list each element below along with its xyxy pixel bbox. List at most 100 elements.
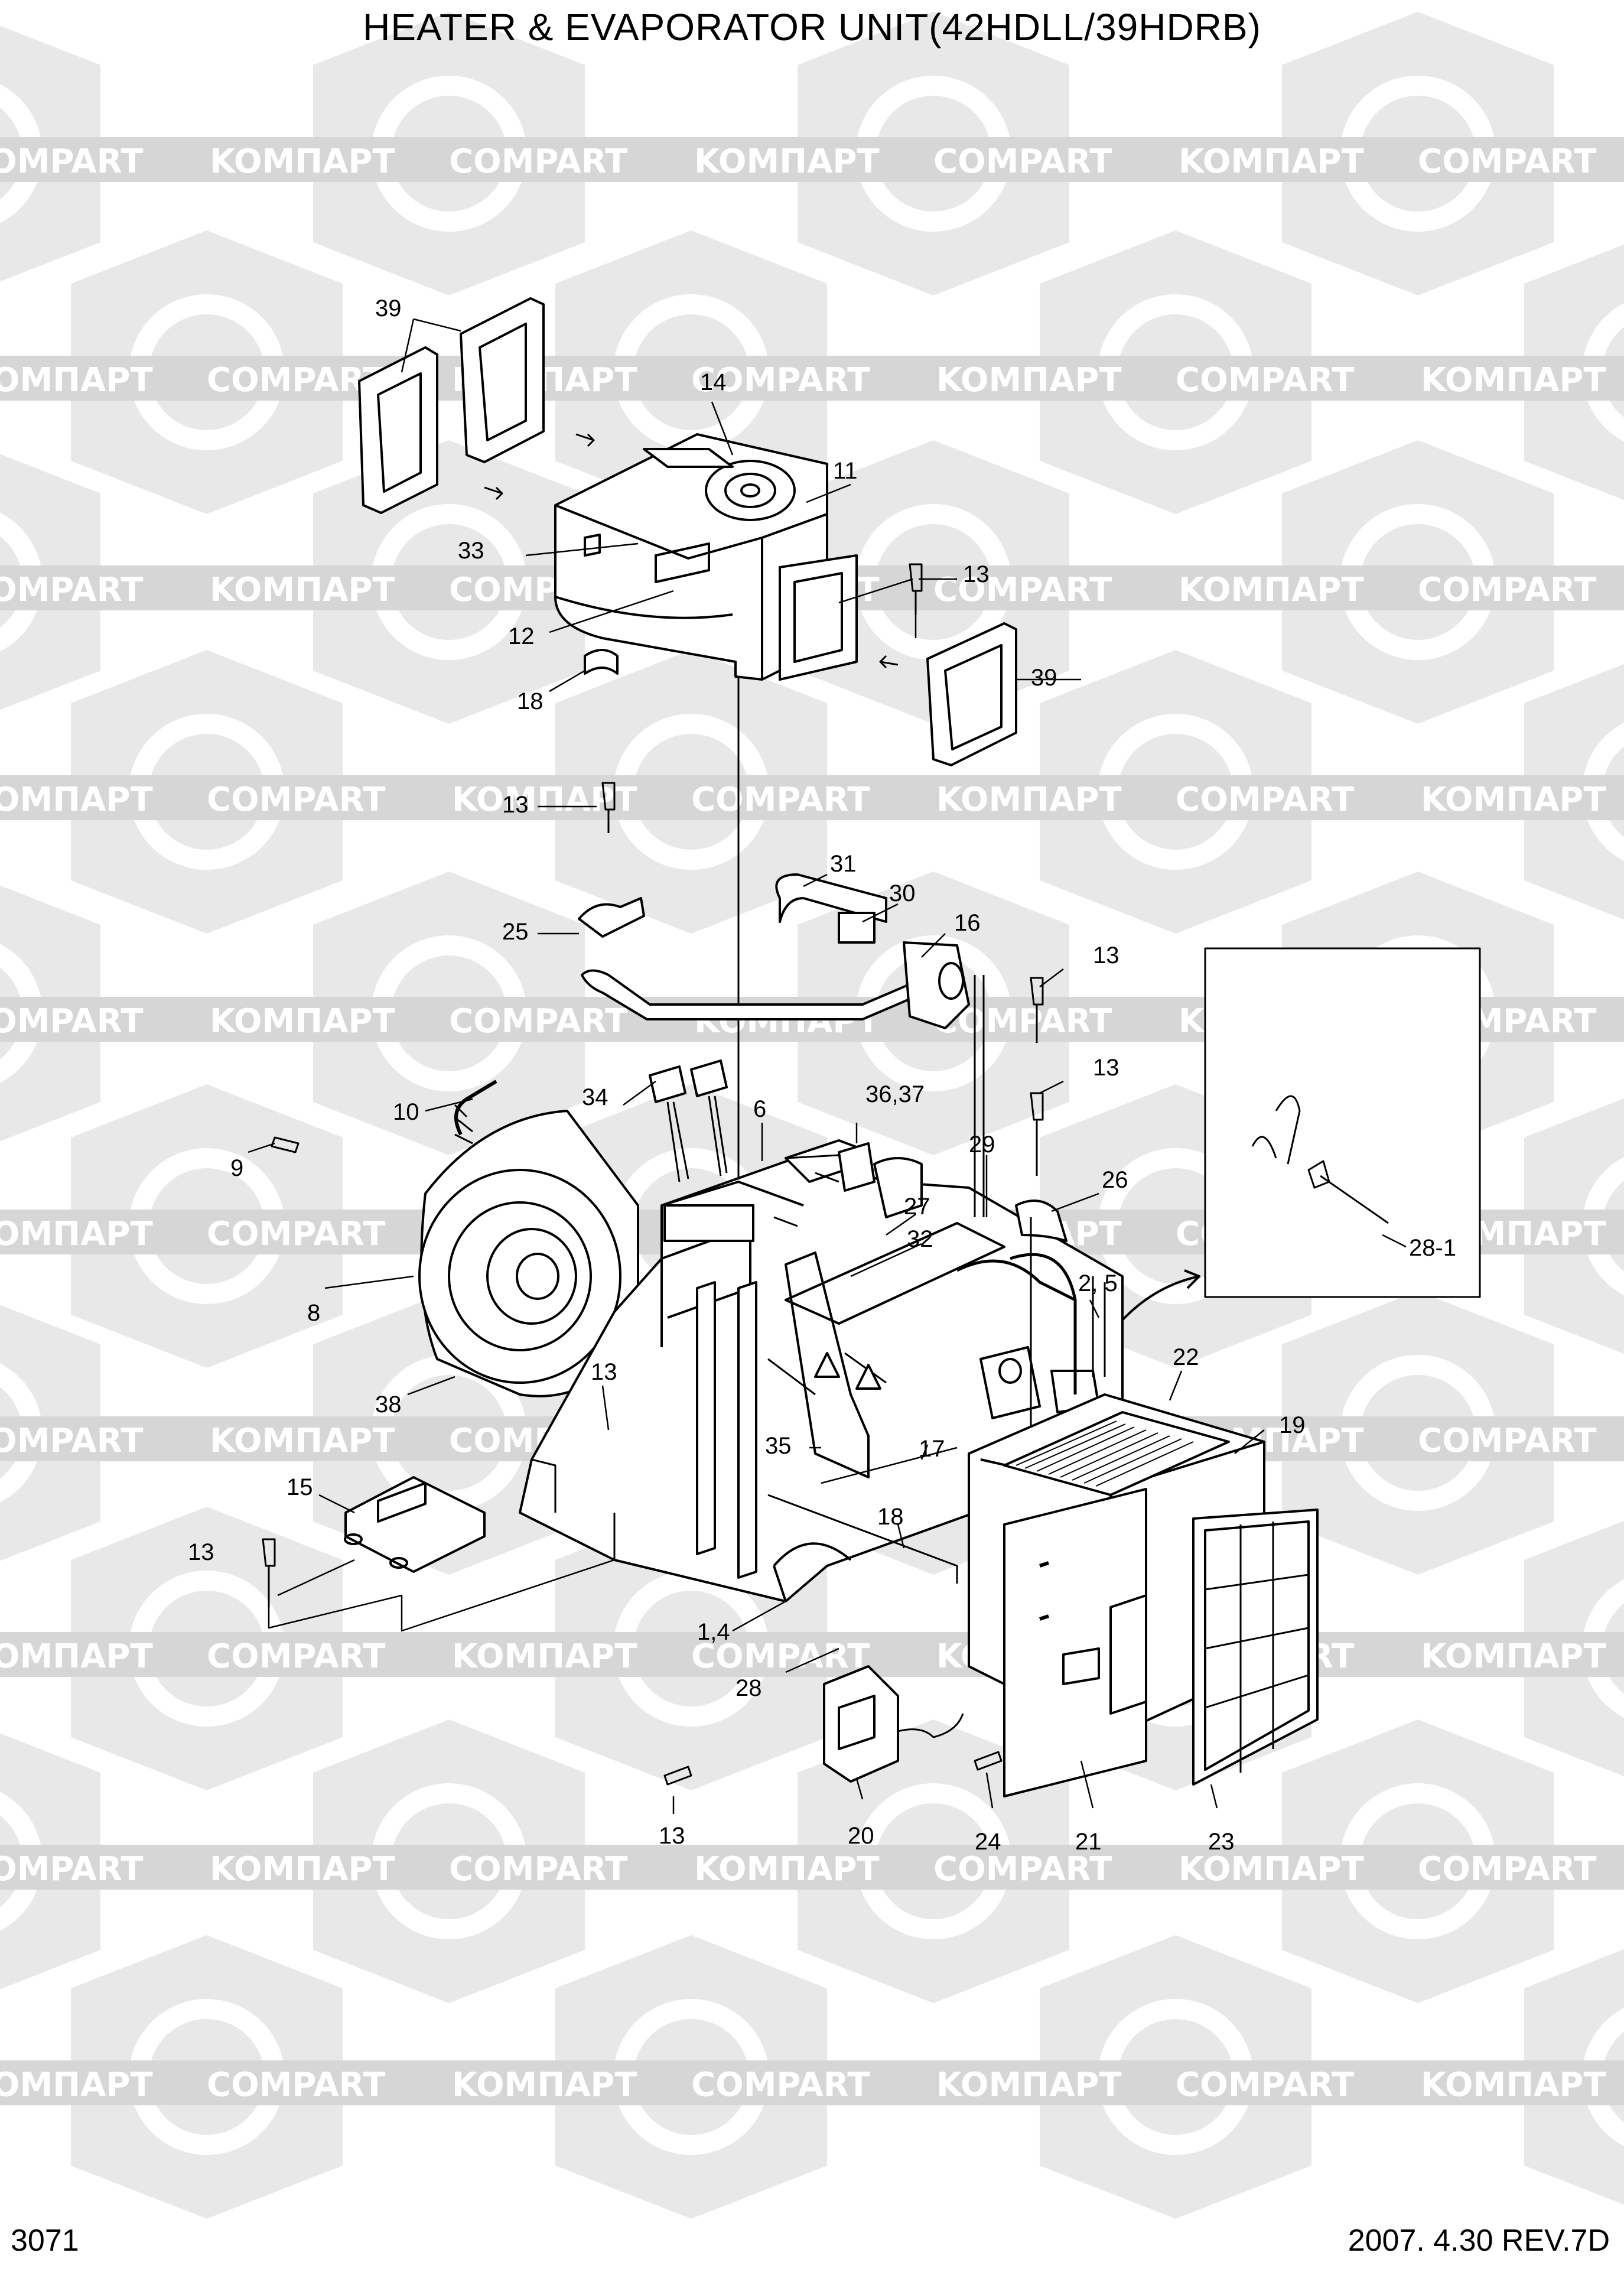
watermark-text-left: KOMПАРТ (0, 781, 153, 819)
watermark-text-left: KOMПАРТ (452, 781, 637, 819)
callout-label: 14 (700, 369, 727, 395)
watermark-band (183, 1845, 697, 1890)
callout-label: 23 (1208, 1829, 1235, 1855)
callout-label: 18 (877, 1504, 904, 1530)
callout-label: 27 (904, 1194, 930, 1220)
watermark-text-right: COMPART (449, 1002, 627, 1041)
callout-label: 26 (1102, 1167, 1128, 1193)
watermark-band (0, 775, 455, 820)
watermark-text-right: COMPART (0, 571, 143, 609)
callout-label: 24 (975, 1829, 1001, 1855)
gasket-frame-39-right (926, 622, 1017, 766)
upper-blower-housing (554, 433, 858, 681)
watermark-text-right: COMPART (1176, 781, 1354, 819)
watermark-text-left: KOMПАРТ (936, 781, 1122, 819)
callout-label: 12 (508, 623, 535, 649)
watermark-text-left: KOMПАРТ (1421, 781, 1606, 819)
callout-label: 13 (188, 1539, 214, 1565)
callout-label: 29 (969, 1132, 995, 1158)
gasket-frame-39 (358, 297, 545, 514)
callout-label: 17 (919, 1436, 945, 1462)
watermark-text-left: KOMПАРТ (1421, 2066, 1606, 2104)
watermark-band (910, 775, 1424, 820)
watermark-text-left: KOMПАРТ (1421, 1637, 1606, 1676)
watermark-band (425, 775, 939, 820)
watermark-text-left: KOMПАРТ (452, 2066, 637, 2104)
watermark-text-right: COMPART (691, 2066, 870, 2104)
callout-label: 15 (287, 1474, 313, 1500)
watermark-band (0, 1210, 455, 1254)
watermark-tile: KOMПАРТ COMPART (425, 1935, 939, 2219)
callout-label: 30 (889, 880, 916, 906)
watermark-tile: KOMПАРТ COMPART (0, 1935, 455, 2219)
callout-label: 6 (753, 1096, 766, 1122)
callout-label: 36,37 (865, 1081, 925, 1107)
watermark-text-left: KOMПАРТ (0, 2066, 153, 2104)
watermark-text-right: COMPART (0, 1002, 143, 1041)
callout-label: 16 (954, 910, 981, 936)
watermark-tile: KOMПАРТ COMPART (425, 650, 939, 934)
watermark-text-right: COMPART (691, 781, 870, 819)
callout-label: 20 (848, 1823, 874, 1849)
watermark-text-right: COMPART (207, 781, 385, 819)
watermark-text-left: KOMПАРТ (936, 361, 1122, 399)
callout-label: 33 (458, 538, 484, 564)
watermark-text-right: COMPART (0, 142, 143, 181)
callout-label: 22 (1173, 1344, 1199, 1370)
watermark-text-left: KOMПАРТ (1179, 1850, 1364, 1888)
callout-label: 31 (830, 851, 857, 877)
watermark-band (910, 356, 1424, 401)
watermark-text-left: KOMПАРТ (210, 1002, 395, 1041)
callout-label: 13 (659, 1823, 685, 1849)
watermark-band (0, 997, 213, 1042)
watermark-text-right: COMPART (691, 1637, 870, 1676)
watermark-band (1394, 775, 1624, 820)
callout-label: 28 (735, 1675, 762, 1701)
watermark-band (425, 2060, 939, 2105)
watermark-band (0, 1416, 213, 1461)
watermark-band (0, 565, 213, 610)
inset-detail-28-1 (1204, 947, 1481, 1298)
callout-label: 32 (907, 1226, 933, 1252)
watermark-text-left: KOMПАРТ (694, 1850, 880, 1888)
watermark-band (0, 137, 213, 182)
watermark-band (668, 1845, 1182, 1890)
page-number: 3071 (11, 2224, 79, 2258)
watermark-text-right: COMPART (207, 1215, 385, 1253)
wire-connectors (649, 1059, 876, 1192)
watermark-text-right: COMPART (207, 361, 385, 399)
callout-label: 13 (1093, 1055, 1119, 1081)
watermark-tile: KOMПАРТ COMPART (183, 872, 697, 1155)
callout-label: 28-1 (1409, 1235, 1456, 1261)
watermark-band (1394, 1632, 1624, 1677)
callout-label: 13 (502, 792, 529, 818)
watermark-tile: KOMПАРТ COMPART (0, 650, 455, 934)
date-revision: 2007. 4.30 REV.7D (1348, 2224, 1610, 2258)
airflow-arrows (484, 433, 899, 669)
watermark-text-left: KOMПАРТ (0, 1215, 153, 1253)
callout-label: 9 (230, 1155, 243, 1181)
clamp-25 (578, 897, 645, 938)
callout-label: 8 (307, 1300, 320, 1326)
watermark-text-right: COMPART (0, 1422, 143, 1460)
callout-label: 2, 5 (1078, 1270, 1118, 1296)
watermark-band (910, 2060, 1424, 2105)
exploded-view-drawing (248, 297, 1481, 1814)
callout-label: 1,4 (697, 1619, 730, 1645)
callout-label: 10 (393, 1099, 419, 1125)
watermark-text-right: COMPART (207, 2066, 385, 2104)
watermark-text-left: KOMПАРТ (694, 142, 880, 181)
watermark-band (1152, 565, 1624, 610)
callout-label: 19 (1279, 1412, 1306, 1438)
watermark-text-right: COMPART (691, 361, 870, 399)
